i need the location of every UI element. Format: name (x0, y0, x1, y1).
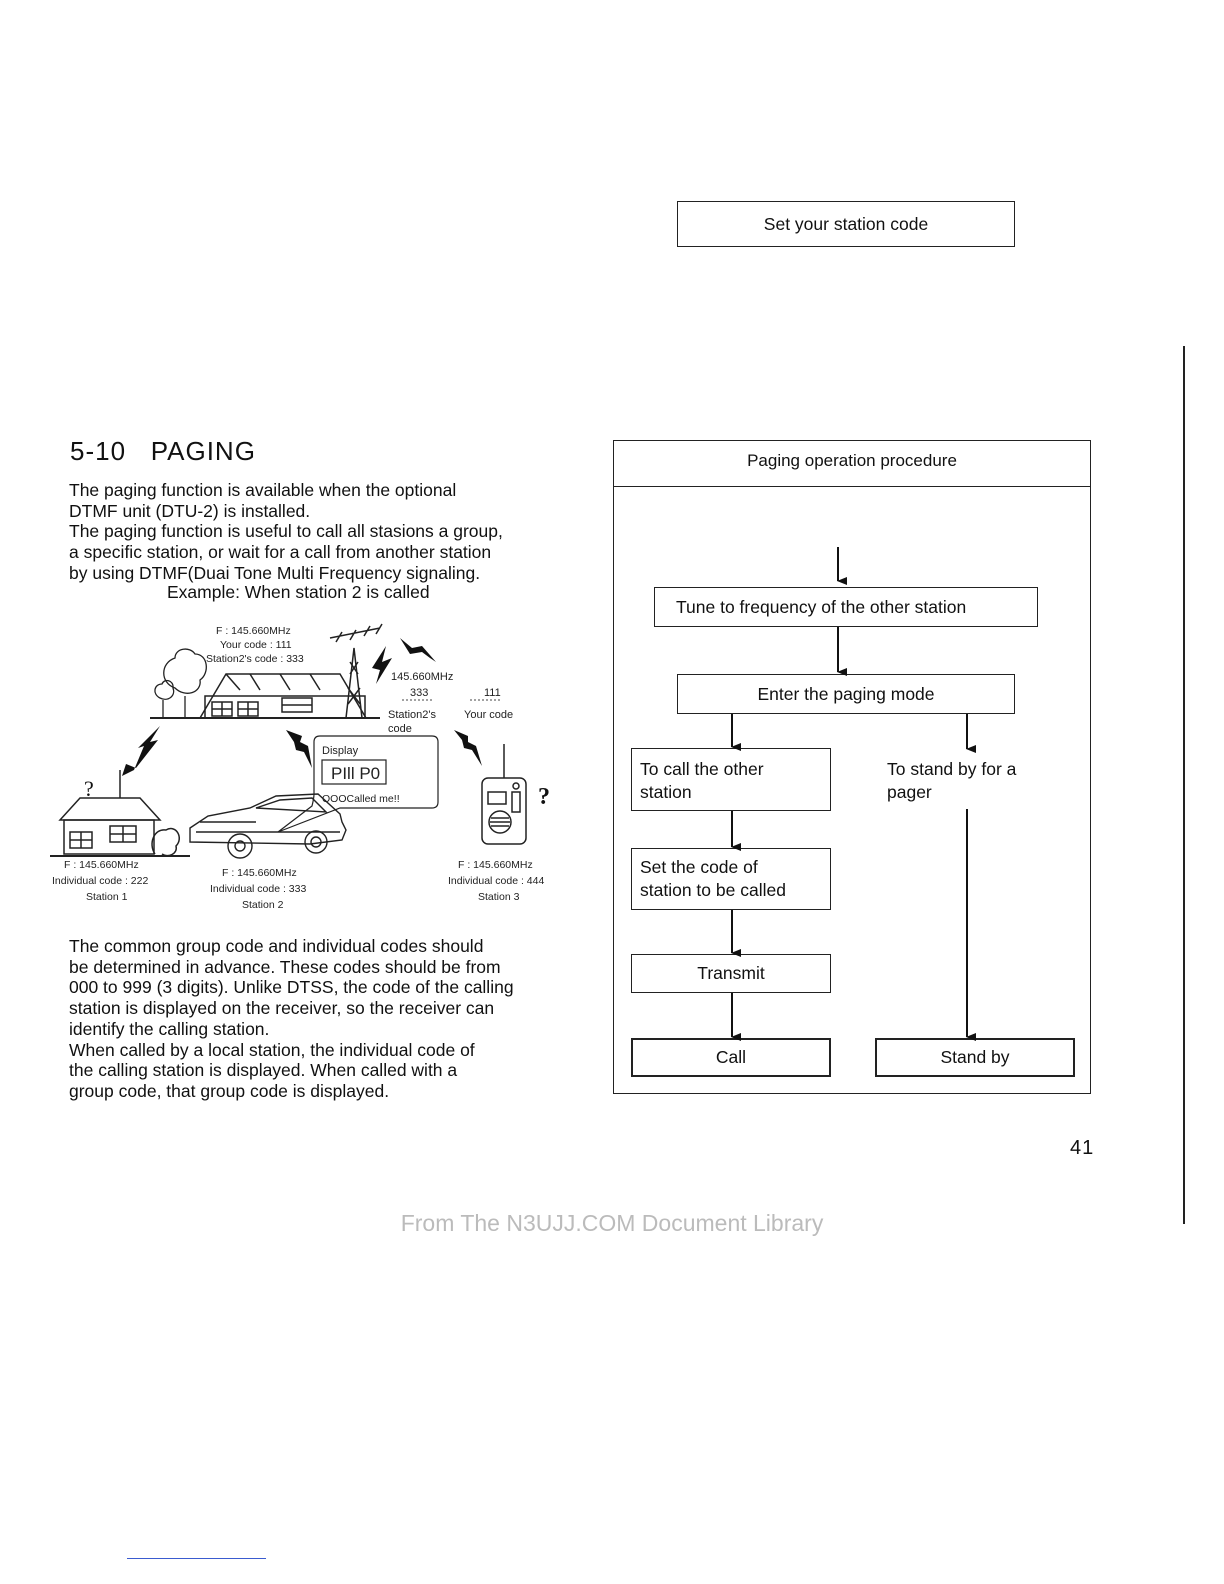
flowchart-arrows (731, 547, 976, 1041)
body-line: 000 to 999 (3 digits). Unlike DTSS, the … (69, 977, 514, 998)
section-number: 5-10 (70, 436, 127, 466)
step-label: To stand by for a (887, 759, 1017, 779)
step-label: To call the other (640, 759, 764, 779)
station3-name: Station 3 (478, 891, 520, 903)
section-heading: 5-10 PAGING (70, 436, 256, 467)
station1-name: Station 1 (86, 891, 128, 903)
intro-line: The paging function is available when th… (69, 480, 457, 500)
display-status: OOOCalled me!! (322, 793, 400, 805)
your-code-label: Your code : 111 (220, 639, 292, 651)
step-label: Stand by (940, 1047, 1010, 1068)
station2-name: Station 2 (242, 899, 284, 911)
step-label: Set the code of (640, 857, 758, 877)
lightning-bolt-icon (286, 730, 312, 768)
footer-watermark: From The N3UJJ.COM Document Library (400, 1210, 824, 1236)
page-edge-rule (1183, 346, 1185, 1224)
example-caption: Example: When station 2 is called (167, 582, 430, 602)
intro-line: DTMF unit (DTU-2) is installed. (69, 500, 311, 521)
signal-frequency: 145.660MHz (391, 671, 453, 683)
tree-icon (154, 648, 207, 718)
signal-label-a1: Station2's (388, 709, 436, 721)
intro-paragraph: The paging function is available when th… (69, 480, 563, 584)
station1-frequency: F : 145.660MHz (64, 859, 139, 871)
body-line: The common group code and individual cod… (69, 936, 484, 956)
lightning-bolt-icon (454, 730, 482, 766)
page-number: 41 (1070, 1137, 1095, 1159)
station3-frequency: F : 145.660MHz (458, 859, 533, 871)
step-tune-frequency: Tune to frequency of the other station (654, 587, 1038, 627)
paging-illustration: F : 145.660MHz Your code : 111 Station2'… (50, 623, 550, 911)
flowchart-frame (613, 440, 1091, 1094)
station3-code: Individual code : 444 (448, 875, 544, 887)
intro-line: by using DTMF(Duai Tone Multi Frequency … (69, 562, 481, 583)
antenna-tower-icon (329, 623, 383, 719)
intro-line: a specific station, or wait for a call f… (69, 542, 492, 563)
step-label: Call (715, 1047, 747, 1068)
intro-line: The paging function is useful to call al… (69, 521, 503, 542)
station2-code: Individual code : 333 (210, 883, 306, 895)
house-icon (50, 770, 190, 857)
step-label: station (640, 781, 692, 802)
handheld-radio-icon (481, 744, 527, 845)
body-line: station is displayed on the receiver, so… (69, 998, 495, 1019)
house-icon (150, 673, 380, 719)
lightning-bolt-icon (122, 726, 160, 776)
section-title: PAGING (150, 436, 256, 466)
flowchart-divider (613, 486, 1091, 487)
signal-label-b: Your code (464, 709, 513, 721)
station1-code: Individual code : 222 (52, 875, 148, 887)
flowchart-title: Paging operation procedure (747, 451, 957, 470)
body-paragraph: The common group code and individual cod… (69, 936, 563, 1102)
display-screen: PIll P0 (331, 764, 380, 783)
question-mark-station3: ? (538, 784, 550, 810)
step-label: station to be called (640, 879, 786, 900)
display-label: Display (322, 745, 359, 757)
step-label: Tune to frequency of the other station (676, 597, 967, 617)
display-callout (277, 735, 439, 833)
signal-code-a: 333 (410, 687, 428, 699)
body-line: When called by a local station, the indi… (69, 1039, 475, 1060)
signal-label-a2: code (388, 723, 412, 735)
body-line: the calling station is displayed. When c… (69, 1060, 458, 1081)
step-label: pager (887, 781, 932, 802)
body-line: be determined in advance. These codes sh… (69, 956, 501, 977)
radio-signal-icon (372, 638, 436, 684)
tower-frequency: F : 145.660MHz (216, 625, 291, 637)
station2-code-label: Station2's code : 333 (206, 653, 304, 665)
step-label: Set your station code (763, 213, 929, 234)
body-line: group code, that group code is displayed… (69, 1080, 390, 1101)
station2-frequency: F : 145.660MHz (222, 867, 297, 879)
step-set-station-code: Set your station code (677, 201, 1015, 247)
question-mark-station1: ? (84, 776, 94, 801)
body-line: identify the calling station. (69, 1018, 270, 1039)
bottom-rule (127, 1558, 266, 1559)
car-icon (189, 793, 347, 859)
step-label: Enter the paging mode (757, 683, 935, 704)
step-label: Transmit (697, 963, 765, 984)
signal-code-b: 111 (484, 687, 501, 699)
